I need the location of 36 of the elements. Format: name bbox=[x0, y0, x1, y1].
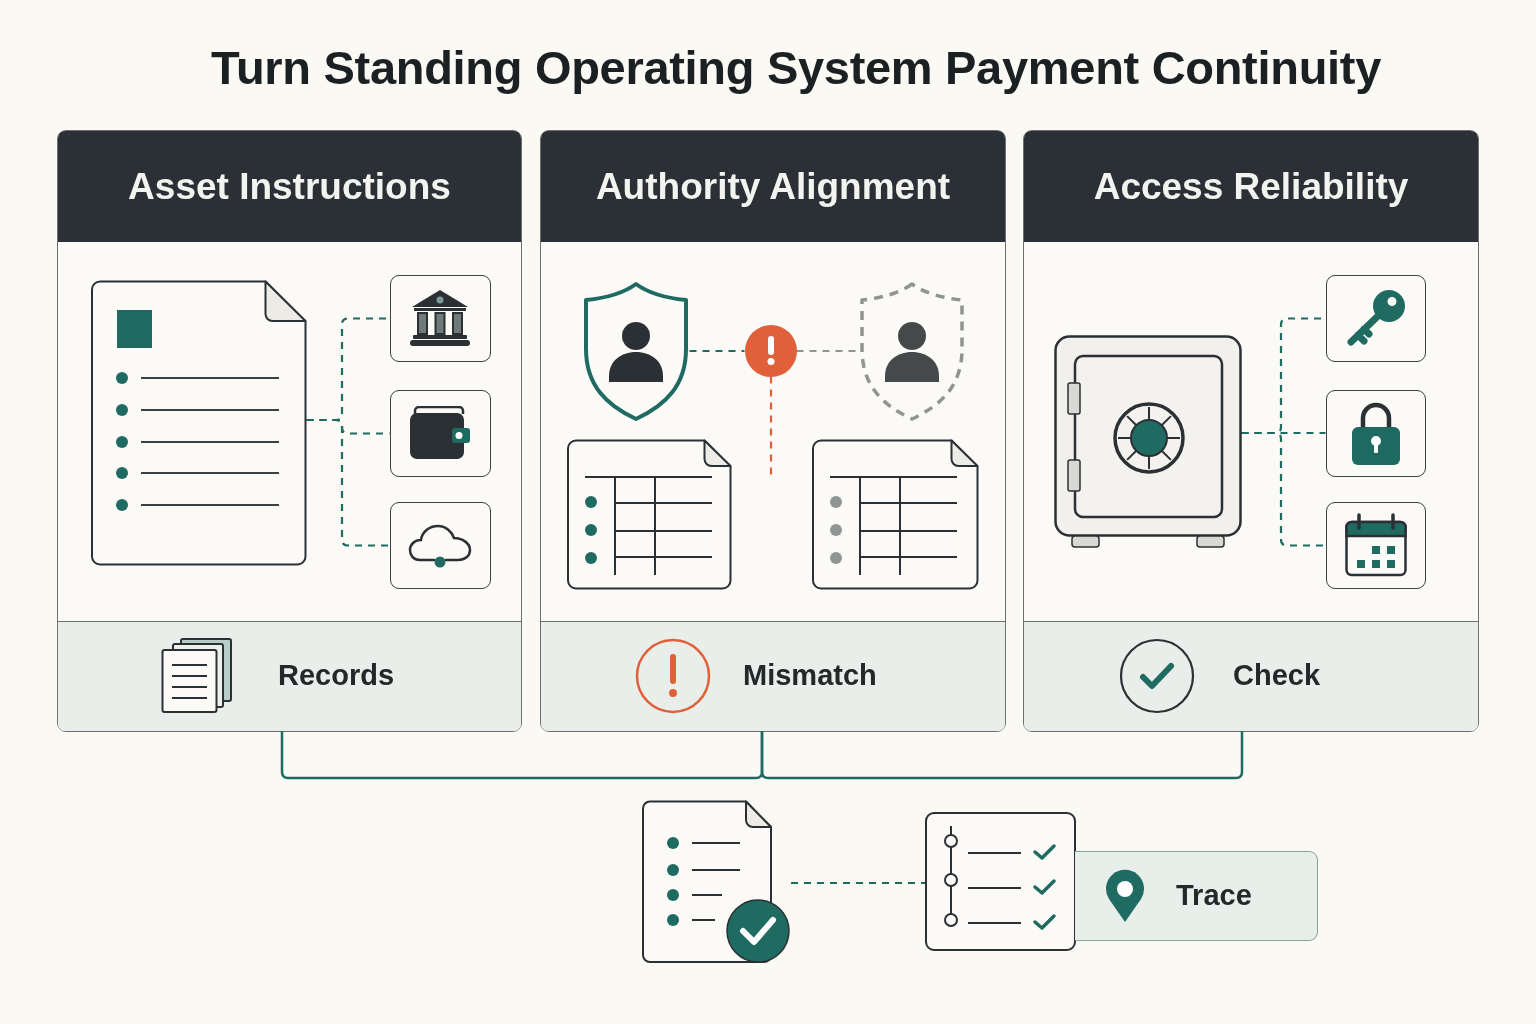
footer-band bbox=[1024, 620, 1478, 731]
diagram-title: Turn Standing Operating System Payment Continuity bbox=[211, 40, 1381, 96]
panel-card bbox=[1023, 130, 1479, 732]
dashed-connector bbox=[306, 418, 390, 547]
footer-label: Mismatch bbox=[743, 659, 877, 693]
panel-card bbox=[540, 130, 1006, 732]
dashed-shield-user-drawing bbox=[857, 280, 966, 422]
panel-header: Access Reliability bbox=[1024, 131, 1478, 242]
dashed-connector bbox=[791, 881, 925, 885]
label-band bbox=[1075, 851, 1318, 941]
connector-line bbox=[760, 731, 1244, 780]
safe-drawing bbox=[1053, 334, 1242, 549]
icon-tile bbox=[1325, 501, 1426, 589]
timeline-checklist-drawing bbox=[925, 812, 1076, 951]
panel-header: Authority Alignment bbox=[541, 131, 1005, 242]
dashed-connector bbox=[689, 349, 745, 353]
panel-card bbox=[57, 130, 522, 732]
band-label: Trace bbox=[1176, 879, 1252, 913]
dashed-connector bbox=[796, 349, 858, 353]
icon-tile bbox=[389, 389, 491, 477]
footer-label: Check bbox=[1233, 659, 1321, 693]
icon-tile bbox=[1325, 274, 1426, 362]
shield-user-drawing bbox=[581, 280, 690, 422]
footer-band bbox=[541, 620, 1005, 731]
icon-tile bbox=[389, 501, 491, 589]
table-document-drawing bbox=[811, 438, 979, 590]
footer-band bbox=[58, 620, 521, 731]
footer-label: Records bbox=[278, 659, 395, 693]
connector-line bbox=[280, 731, 764, 780]
icon-tile bbox=[389, 274, 491, 362]
checklist-document-drawing bbox=[642, 800, 791, 964]
panel-header: Asset Instructions bbox=[58, 131, 521, 242]
icon-tile bbox=[1325, 389, 1426, 477]
table-document-drawing bbox=[566, 438, 732, 590]
dashed-connector bbox=[1241, 431, 1326, 547]
document-drawing bbox=[90, 279, 307, 566]
